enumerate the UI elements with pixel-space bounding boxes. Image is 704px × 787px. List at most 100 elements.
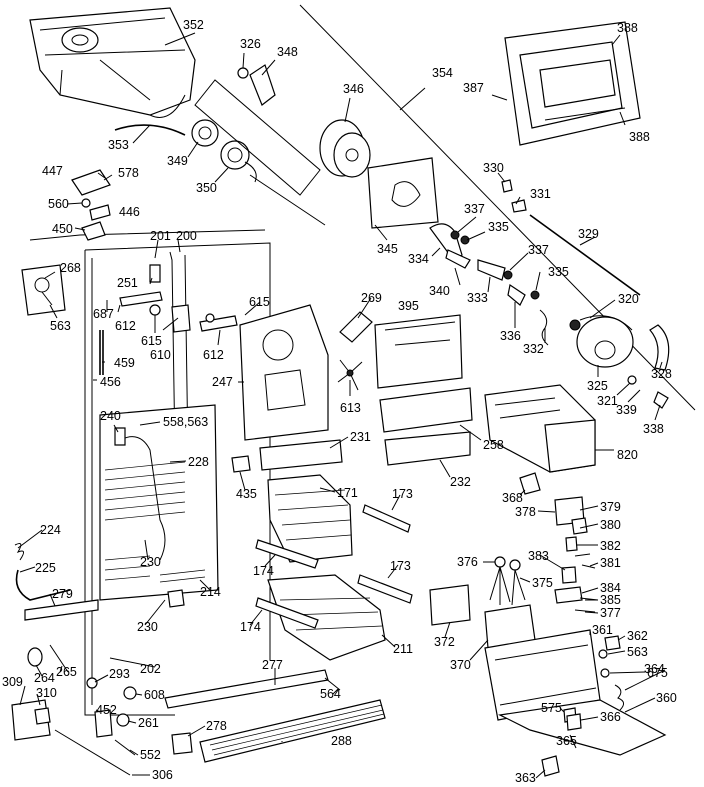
rail-174a (255, 539, 319, 569)
part-615b (205, 313, 215, 323)
label-335: 335 (488, 220, 509, 234)
motor-part-346 (319, 119, 371, 178)
part-610 (171, 304, 191, 333)
label-372: 372 (434, 635, 455, 649)
label-268: 268 (60, 261, 81, 275)
label-366: 366 (600, 710, 621, 724)
label-345: 345 (377, 242, 398, 256)
bracket-452 (94, 709, 113, 738)
part-278 (171, 732, 193, 755)
part-number-labels: 352 326 348 354 346 388 387 388 353 349 … (2, 18, 677, 785)
spring-364 (614, 684, 624, 711)
part-338 (653, 391, 669, 409)
label-228: 228 (188, 455, 209, 469)
clip-368 (519, 472, 541, 495)
label-224: 224 (40, 523, 61, 537)
strip-459 (99, 330, 104, 375)
label-376: 376 (457, 555, 478, 569)
label-325: 325 (587, 379, 608, 393)
tube-269 (339, 311, 373, 343)
label-173: 173 (390, 559, 411, 573)
label-306: 306 (152, 768, 173, 782)
guide-line-354 (299, 4, 696, 411)
rail-279 (24, 599, 99, 621)
bracket-348 (249, 64, 276, 106)
bearing-335b (530, 290, 540, 300)
grille-288 (199, 699, 386, 763)
part-552 (114, 739, 136, 756)
part-251 (149, 264, 161, 283)
part-560 (81, 198, 91, 208)
part-384 (554, 586, 583, 604)
label-395: 395 (398, 299, 419, 313)
label-552: 552 (140, 748, 161, 762)
label-336: 336 (500, 329, 521, 343)
label-362: 362 (627, 629, 648, 643)
spring-332 (539, 309, 549, 346)
label-560: 560 (48, 197, 69, 211)
label-820: 820 (617, 448, 638, 462)
part-615a (149, 304, 161, 316)
basket-171 (267, 474, 353, 563)
label-385: 385 (600, 593, 621, 607)
solenoid-part-325 (569, 315, 634, 368)
label-333: 333 (467, 291, 488, 305)
bracket-612a (119, 291, 163, 307)
part-447 (71, 169, 111, 196)
bearing-335a (460, 235, 470, 245)
part-310 (34, 707, 51, 725)
label-575: 575 (541, 701, 562, 715)
label-388: 388 (617, 21, 638, 35)
harness-375 (509, 559, 526, 606)
label-364: 364 (644, 662, 665, 676)
label-348: 348 (277, 45, 298, 59)
label-251: 251 (117, 276, 138, 290)
bracket-612b (199, 315, 238, 332)
label-446: 446 (119, 205, 140, 219)
tray-231 (259, 439, 343, 471)
label-558,563: 558,563 (163, 415, 208, 429)
label-353: 353 (108, 138, 129, 152)
label-377: 377 (600, 606, 621, 620)
ice-bucket-part-352 (29, 7, 196, 118)
base-plate-360 (498, 699, 667, 756)
part-261 (116, 713, 130, 727)
label-320: 320 (618, 292, 639, 306)
label-564: 564 (320, 687, 341, 701)
clip-331 (511, 199, 527, 213)
rod-329 (529, 214, 641, 296)
clip-330 (501, 179, 513, 193)
arm-340 (445, 249, 471, 269)
label-174: 174 (253, 564, 274, 578)
label-211: 211 (393, 642, 413, 656)
panel-247 (239, 304, 329, 441)
label-387: 387 (463, 81, 484, 95)
part-675 (600, 668, 610, 678)
label-293: 293 (109, 667, 130, 681)
part-363 (541, 755, 560, 777)
label-352: 352 (183, 18, 204, 32)
label-338: 338 (643, 422, 664, 436)
auger-part-350 (220, 140, 326, 226)
basket-211 (267, 574, 386, 661)
label-265: 265 (56, 665, 77, 679)
label-261: 261 (138, 716, 159, 730)
label-230: 230 (137, 620, 158, 634)
label-675: 675 (647, 666, 668, 680)
label-258: 258 (483, 438, 504, 452)
label-202: 202 (140, 662, 161, 676)
nut-326 (237, 67, 249, 79)
part-377 (574, 609, 596, 613)
leader-lines (17, 32, 666, 779)
part-240 (114, 427, 126, 446)
bearing-337a (450, 230, 460, 240)
label-232: 232 (450, 475, 471, 489)
fan-613 (337, 359, 363, 391)
part-366 (566, 713, 582, 731)
part-321 (627, 375, 637, 385)
part-446 (89, 204, 111, 221)
label-337: 337 (464, 202, 485, 216)
wire-306 (54, 729, 131, 776)
label-563: 563 (50, 319, 71, 333)
part-578 (103, 174, 113, 181)
